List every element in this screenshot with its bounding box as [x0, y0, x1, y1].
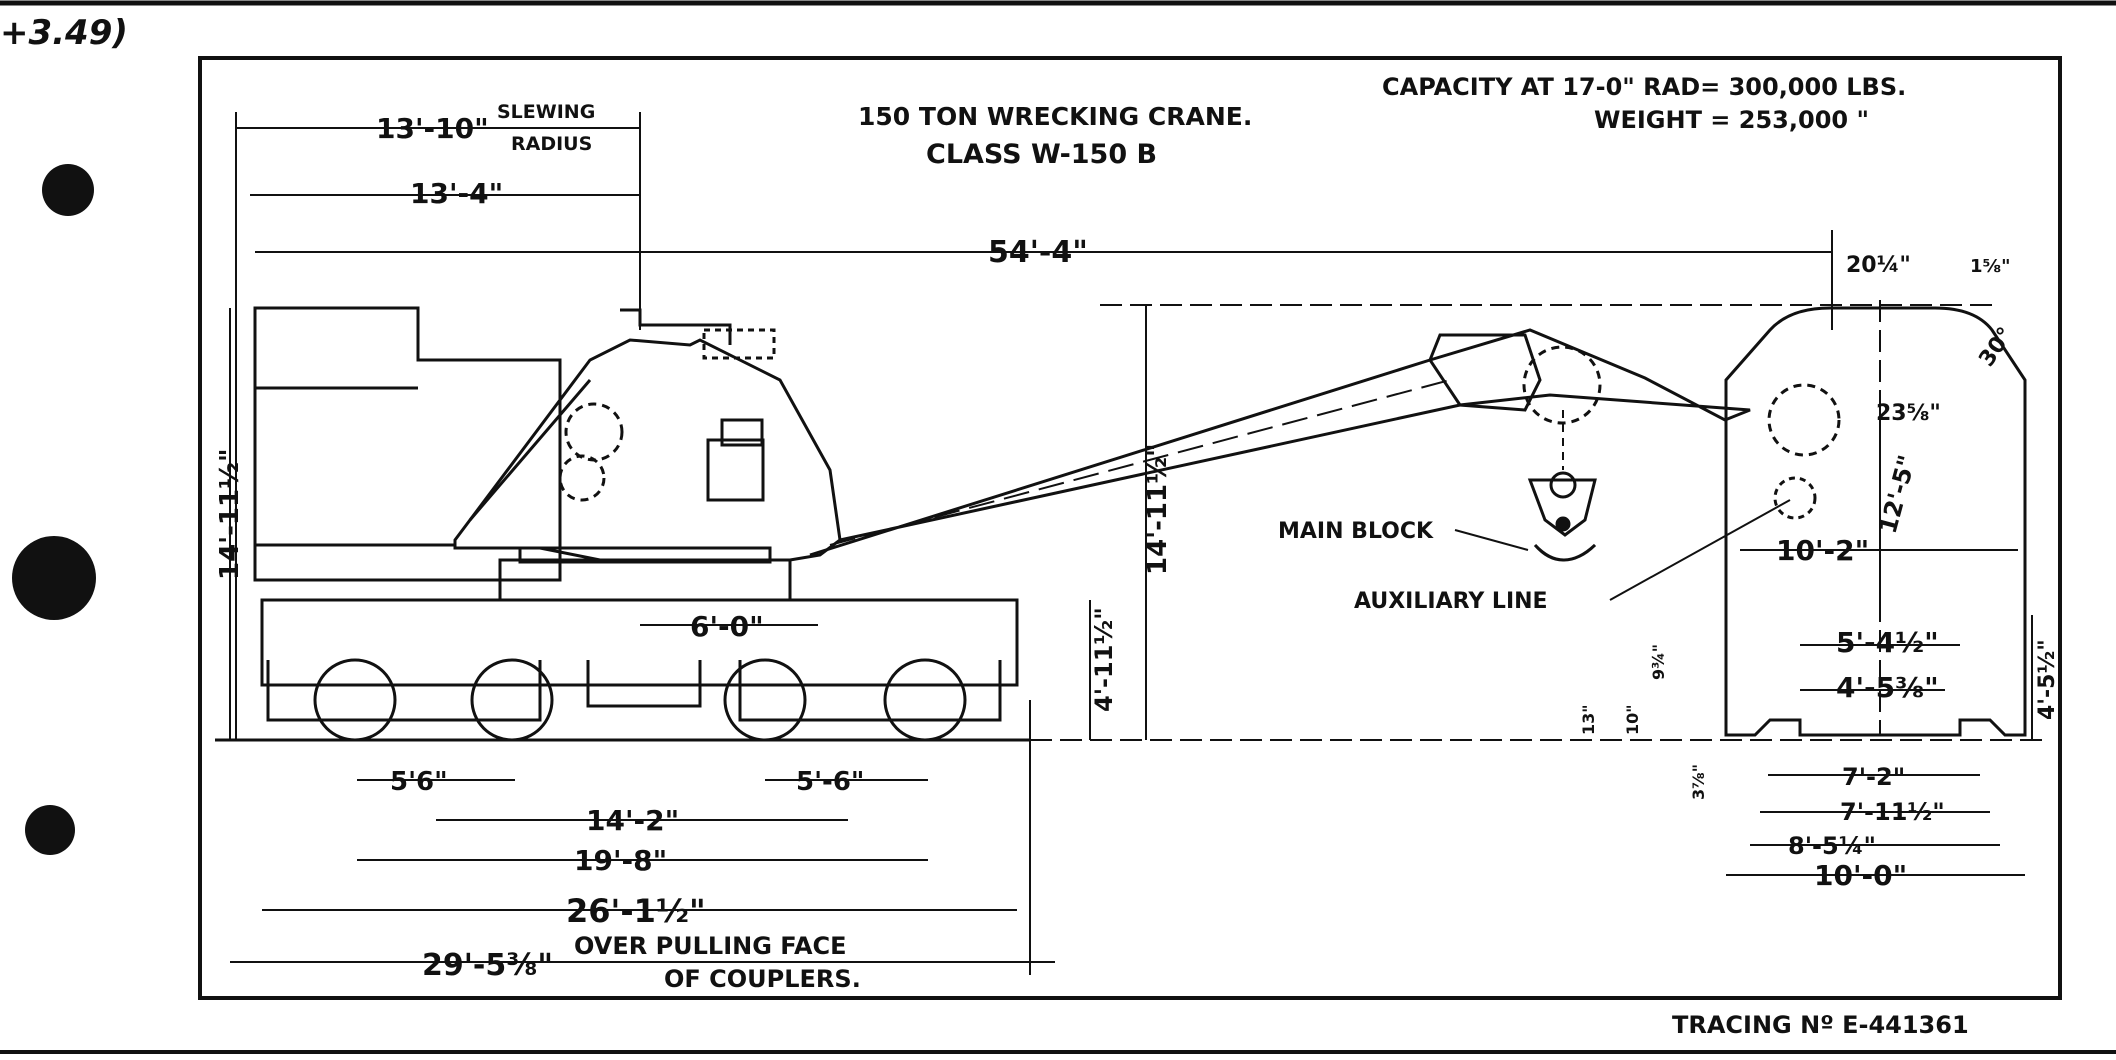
drawing-frame	[198, 56, 2062, 1000]
a-frame	[453, 338, 842, 562]
dim-truck-wb-left: 5'6"	[390, 767, 448, 797]
main-block-hook	[1533, 543, 1597, 562]
dim-boom-height: 14'-11½"	[1143, 443, 1173, 575]
radius-label: RADIUS	[511, 133, 592, 155]
capacity-spec: CAPACITY AT 17-0" RAD= 300,000 LBS.	[1382, 73, 1906, 101]
machinery-house	[253, 306, 562, 582]
dim-end-top: 20¼"	[1846, 253, 1911, 278]
slewing-label: SLEWING	[497, 101, 595, 123]
left-truck	[266, 660, 542, 722]
dim-over-body: 26'-1½"	[566, 892, 706, 930]
leader-auxiliary	[1609, 499, 1791, 601]
dim-end-offset: 23⅝"	[1876, 401, 1941, 426]
right-truck	[738, 660, 1002, 722]
dim-end-h1-val: 4'-5½"	[2035, 639, 2060, 720]
punch-hole-bottom	[25, 805, 75, 855]
main-block-pin	[1549, 471, 1577, 499]
end-hook-outline	[1773, 476, 1817, 520]
gantry-head	[702, 328, 776, 360]
of-couplers-label: OF COUPLERS.	[664, 965, 861, 993]
dim-tail-radius: 13'-4"	[410, 177, 503, 210]
dim-base-7-2-val: 7'-2"	[1842, 763, 1905, 791]
dim-end-top-small: 1⅝"	[1970, 256, 2011, 277]
dim-small-13: 13"	[1579, 704, 1598, 735]
boom-head	[1428, 333, 1542, 412]
leader-main-block	[1454, 529, 1529, 551]
title-line-1: 150 TON WRECKING CRANE.	[858, 102, 1252, 131]
dim-overall-boom: 54'-4"	[988, 235, 1088, 270]
hoist-gear	[706, 438, 765, 502]
dim-end-w2-val: 4'-5⅜"	[1836, 671, 1939, 704]
dim-slewing-radius: 13'-10"	[376, 112, 489, 145]
title-line-2: CLASS W-150 B	[926, 139, 1157, 170]
dim-small-10: 10"	[1623, 704, 1642, 735]
over-pulling-face-label: OVER PULLING FACE	[574, 932, 847, 960]
tracing-number: TRACING Nº E-441361	[1672, 1011, 1969, 1039]
main-block	[1527, 478, 1597, 537]
dimension-lines	[229, 112, 2050, 975]
dim-over-couplers: 29'-5⅜"	[422, 948, 553, 983]
dim-deck-height: 4'-11½"	[1090, 607, 1118, 712]
dim-end-w1-val: 5'-4½"	[1836, 626, 1939, 659]
sheave-2	[558, 454, 606, 502]
dim-base-7-11-val: 7'-11½"	[1840, 798, 1945, 826]
crane-side-elevation	[215, 306, 1751, 742]
dim-end-angle: 30°	[1974, 323, 2018, 371]
end-elevation	[1724, 300, 2027, 737]
corner-reference: +3.49)	[0, 13, 128, 53]
main-block-label: MAIN BLOCK	[1278, 519, 1434, 544]
dim-end-width-upper: 10'-2"	[1776, 534, 1869, 567]
wheel-3	[723, 658, 807, 742]
turntable-top	[518, 546, 772, 564]
punch-hole-middle	[12, 536, 96, 620]
wheel-4	[883, 658, 967, 742]
wheel-1	[313, 658, 397, 742]
dim-end-height-left: 14'-11½"	[215, 448, 245, 580]
end-sheave	[1767, 383, 1841, 457]
main-block-lower-pin	[1555, 516, 1571, 532]
dim-bolster: 6'-0"	[690, 610, 764, 643]
dim-truck-centers: 14'-2"	[586, 804, 679, 837]
center-sill	[586, 660, 702, 708]
car-body	[260, 598, 1019, 687]
hoist-gear-top	[720, 418, 764, 447]
sheave-1	[564, 402, 624, 462]
punch-hole-top	[42, 164, 94, 216]
a-frame-brace	[468, 379, 592, 521]
dim-small-9: 9¾"	[1649, 644, 1668, 680]
auxiliary-line-label: AUXILIARY LINE	[1354, 589, 1548, 614]
boom-head-sheave	[1522, 345, 1602, 425]
dim-truck-wb-right: 5'-6"	[796, 767, 864, 797]
weight-spec: WEIGHT = 253,000 "	[1594, 106, 1869, 134]
dim-wheel-extent: 19'-8"	[574, 844, 667, 877]
dim-base-10-0-val: 10'-0"	[1814, 859, 1907, 892]
dim-small-3: 3⅞"	[1689, 764, 1708, 800]
dim-base-8-5-val: 8'-5¼"	[1788, 832, 1876, 860]
end-outline	[1724, 306, 2027, 737]
